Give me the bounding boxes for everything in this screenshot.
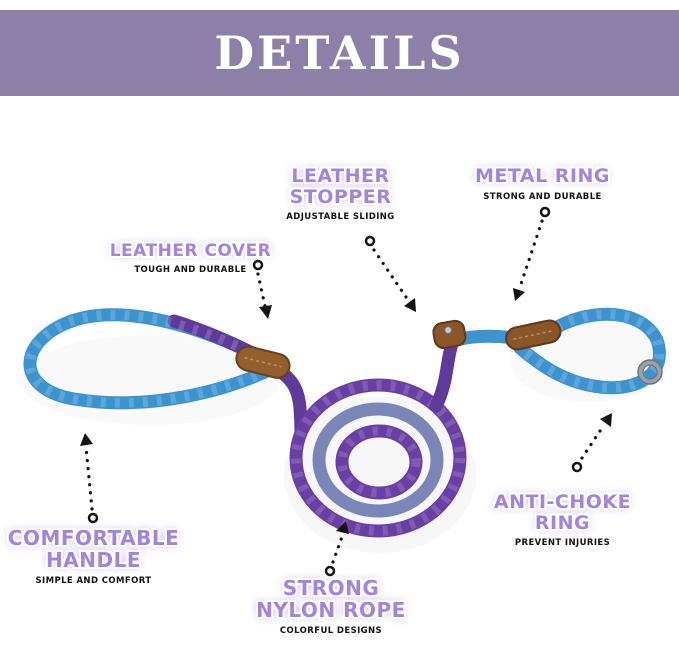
- connector-leather-cover: [252, 259, 272, 319]
- callout-comfortable-handle: COMFORTABLE HANDLE SIMPLE AND COMFORT: [8, 527, 179, 587]
- page-title: DETAILS: [214, 26, 465, 80]
- callout-leather-stopper: LEATHER STOPPER ADJUSTABLE SLIDING: [278, 166, 403, 222]
- callout-leather-stopper-label: LEATHER STOPPER: [289, 165, 392, 208]
- leather-cover-part: [235, 345, 291, 379]
- callout-leather-cover: LEATHER COVER TOUGH AND DURABLE: [98, 241, 283, 276]
- callout-strong-nylon-rope-label: STRONG NYLON ROPE: [256, 576, 406, 622]
- connector-metal-ring: [513, 206, 551, 301]
- callout-strong-nylon-rope-subtitle: COLORFUL DESIGNS: [279, 626, 383, 637]
- callout-anti-choke-ring-label: ANTI-CHOKE RING: [493, 491, 632, 534]
- callout-metal-ring-subtitle: STRONG AND DURABLE: [483, 191, 602, 202]
- connector-strong-nylon-rope: [324, 521, 349, 577]
- leather-stopper-part: [432, 319, 467, 349]
- connector-comfortable-handle: [80, 433, 99, 524]
- callout-leather-cover-label: LEATHER COVER: [109, 241, 272, 261]
- callout-anti-choke-ring-subtitle: PREVENT INJURIES: [514, 538, 611, 549]
- callout-metal-ring: METAL RING STRONG AND DURABLE: [470, 166, 615, 202]
- connector-anti-choke-ring: [571, 413, 612, 473]
- callout-leather-stopper-subtitle: ADJUSTABLE SLIDING: [286, 212, 395, 223]
- details-banner: DETAILS: [0, 10, 679, 96]
- callout-leather-cover-subtitle: TOUGH AND DURABLE: [134, 265, 247, 276]
- callout-comfortable-handle-label: COMFORTABLE HANDLE: [7, 526, 180, 572]
- callout-strong-nylon-rope: STRONG NYLON ROPE COLORFUL DESIGNS: [246, 576, 416, 637]
- callout-metal-ring-label: METAL RING: [475, 165, 610, 187]
- callout-comfortable-handle-subtitle: SIMPLE AND COMFORT: [35, 576, 152, 587]
- connector-leather-stopper: [364, 235, 416, 312]
- leather-slide-part: [505, 319, 562, 351]
- metal-ring-part: [637, 359, 663, 385]
- callout-anti-choke-ring: ANTI-CHOKE RING PREVENT INJURIES: [490, 492, 635, 548]
